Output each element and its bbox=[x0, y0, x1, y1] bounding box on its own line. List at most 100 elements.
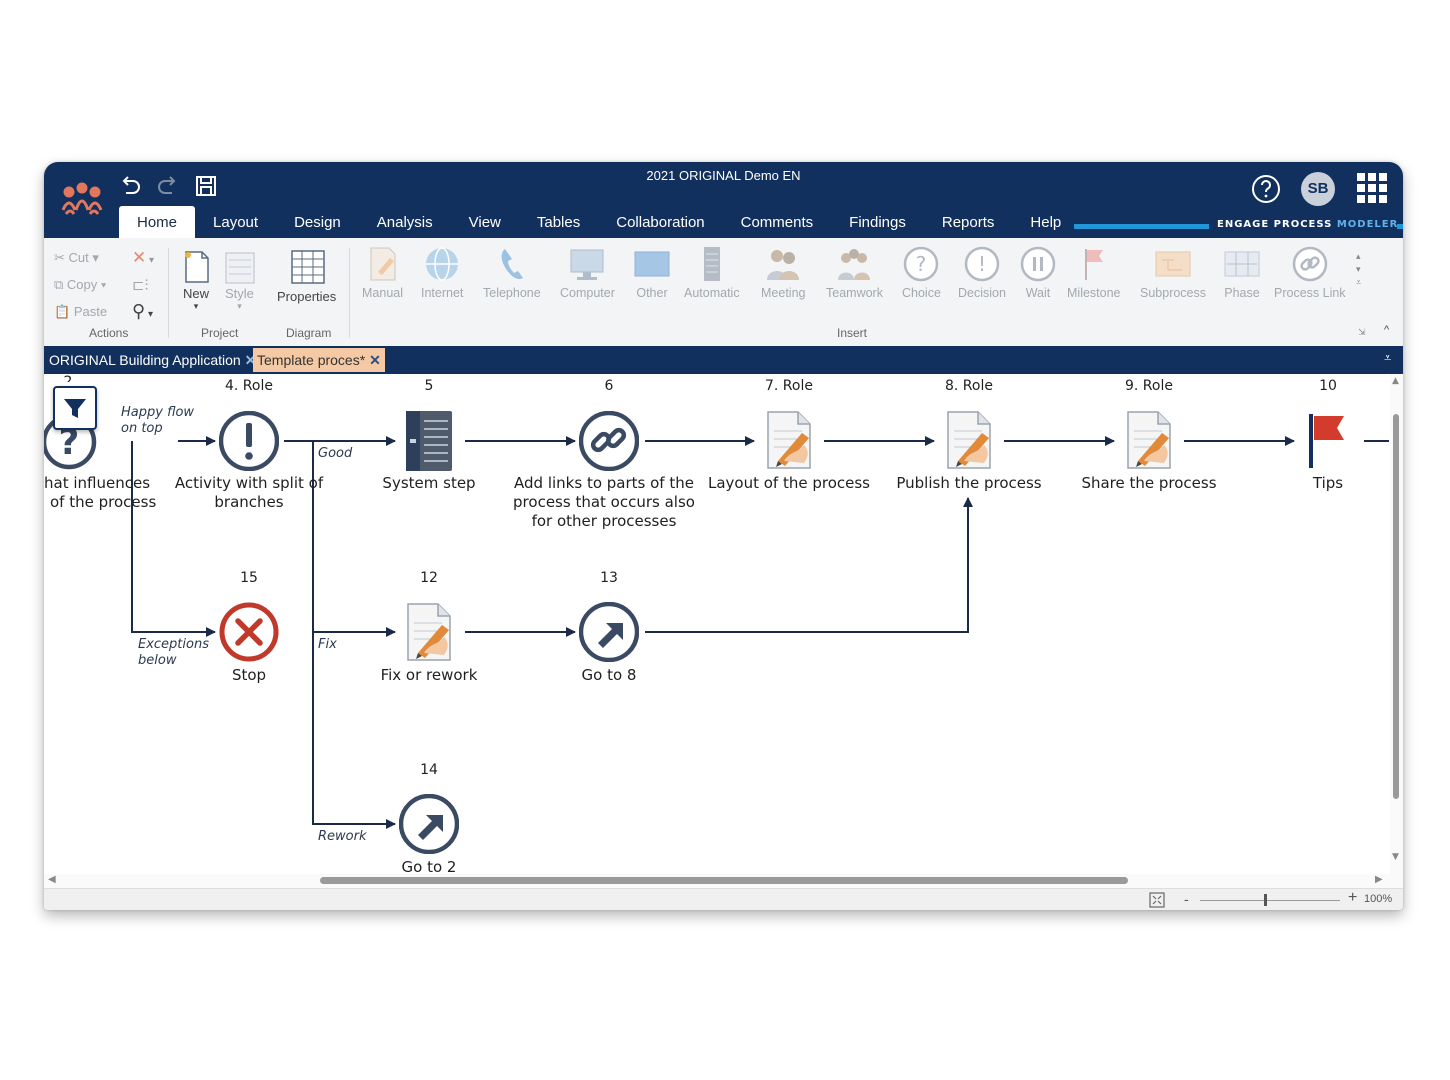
zoom-slider-handle[interactable] bbox=[1264, 894, 1267, 906]
node-number: 6 bbox=[604, 378, 614, 394]
vertical-scroll-thumb[interactable] bbox=[1393, 414, 1399, 799]
properties-button[interactable]: Properties bbox=[277, 289, 337, 304]
insert-automatic[interactable]: Automatic bbox=[684, 246, 740, 300]
tab-collaboration[interactable]: Collaboration bbox=[616, 214, 705, 231]
gallery-scroll[interactable]: ▴▾⩡ bbox=[1356, 251, 1362, 287]
insert-label: Telephone bbox=[483, 286, 541, 300]
save-icon[interactable] bbox=[194, 174, 218, 198]
dialog-launcher-icon[interactable]: ⇲ bbox=[1358, 327, 1366, 337]
insert-label: Teamwork bbox=[826, 286, 883, 300]
goto-node-icon[interactable] bbox=[579, 602, 639, 662]
tab-view[interactable]: View bbox=[468, 214, 501, 231]
goto-node-icon[interactable] bbox=[399, 794, 459, 854]
help-icon[interactable] bbox=[1251, 174, 1281, 204]
scroll-up-icon[interactable]: ▲ bbox=[1392, 376, 1399, 386]
edge-label: Fix bbox=[318, 637, 337, 652]
cut-button[interactable]: ✂ Cut ▾ bbox=[54, 250, 99, 266]
filter-button[interactable] bbox=[53, 386, 97, 430]
edge-label: Happy flow bbox=[121, 405, 195, 420]
tab-reports[interactable]: Reports bbox=[941, 214, 995, 231]
zoom-out-button[interactable]: - bbox=[1184, 891, 1189, 907]
other-icon bbox=[634, 251, 670, 277]
edge-label: Rework bbox=[318, 829, 367, 844]
insert-telephone[interactable]: Telephone bbox=[483, 246, 541, 300]
flow-connectors bbox=[131, 436, 1389, 829]
meeting-icon bbox=[767, 250, 800, 280]
diagram-canvas[interactable]: ? 2 hat influences of the process 4. Rol… bbox=[44, 374, 1403, 874]
manual-activity-icon[interactable] bbox=[404, 601, 458, 663]
close-icon[interactable]: ✕ bbox=[369, 352, 381, 368]
insert-milestone[interactable]: Milestone bbox=[1067, 246, 1121, 300]
horizontal-scrollbar[interactable]: ◀ ▶ bbox=[44, 874, 1403, 888]
tab-analysis[interactable]: Analysis bbox=[376, 214, 433, 231]
vertical-scrollbar[interactable]: ▲ ▼ bbox=[1390, 374, 1403, 874]
insert-process-link[interactable]: Process Link bbox=[1274, 246, 1346, 300]
menu-tabs: Home Layout Design Analysis View Tables … bbox=[119, 206, 1079, 238]
close-icon[interactable]: ✕ bbox=[244, 352, 257, 368]
manual-activity-icon[interactable] bbox=[944, 409, 998, 471]
redo-icon[interactable] bbox=[156, 174, 180, 198]
zoom-in-button[interactable]: + bbox=[1348, 889, 1358, 906]
insert-manual[interactable]: Manual bbox=[362, 246, 403, 300]
node-number: 5 bbox=[424, 378, 434, 394]
copy-button[interactable]: ⧉ Copy ▾ bbox=[54, 277, 106, 293]
tab-list-icon[interactable]: ⩡ bbox=[1384, 351, 1392, 366]
insert-other[interactable]: Other bbox=[634, 246, 670, 300]
node-label: Tips bbox=[1312, 474, 1344, 492]
tab-findings[interactable]: Findings bbox=[849, 214, 906, 231]
tab-tables[interactable]: Tables bbox=[536, 214, 581, 231]
manual-activity-icon[interactable] bbox=[764, 409, 818, 471]
insert-teamwork[interactable]: Teamwork bbox=[826, 246, 883, 300]
insert-label: Phase bbox=[1224, 286, 1260, 300]
insert-phase[interactable]: Phase bbox=[1223, 246, 1261, 300]
app-logo-icon bbox=[61, 182, 103, 215]
fit-to-page-icon[interactable] bbox=[1149, 892, 1165, 908]
zoom-slider[interactable] bbox=[1200, 900, 1340, 901]
tab-help[interactable]: Help bbox=[1030, 214, 1062, 231]
new-button[interactable]: New▾ bbox=[183, 286, 210, 311]
delete-icon[interactable]: ✕ ▾ bbox=[132, 248, 155, 267]
scroll-left-icon[interactable]: ◀ bbox=[48, 874, 56, 885]
milestone-flag-icon bbox=[1084, 249, 1103, 280]
brand-line-end bbox=[1397, 224, 1403, 229]
undo-icon[interactable] bbox=[118, 174, 142, 198]
copy-label: Copy bbox=[66, 277, 98, 292]
process-link-node-icon[interactable] bbox=[579, 411, 639, 471]
tab-comments[interactable]: Comments bbox=[740, 214, 814, 231]
manual-activity-icon[interactable] bbox=[1124, 409, 1178, 471]
tab-home[interactable]: Home bbox=[119, 206, 196, 238]
insert-wait[interactable]: Wait bbox=[1020, 246, 1056, 300]
insert-subprocess[interactable]: Subprocess bbox=[1140, 246, 1206, 300]
scroll-down-icon[interactable]: ▼ bbox=[1392, 852, 1399, 862]
insert-decision[interactable]: ! Decision bbox=[958, 246, 1006, 300]
milestone-flag-icon[interactable] bbox=[1306, 412, 1350, 472]
user-avatar[interactable]: SB bbox=[1301, 172, 1335, 206]
globe-icon bbox=[426, 247, 459, 281]
decision-node-icon[interactable] bbox=[219, 411, 279, 471]
ribbon: ✂ Cut ▾ ⧉ Copy ▾ 📋 Paste ✕ ▾ ⊏⫶ ⚲ ▾ Acti… bbox=[44, 238, 1403, 347]
node-number: 14 bbox=[420, 762, 438, 778]
insert-computer[interactable]: Computer bbox=[560, 246, 615, 300]
tab-layout[interactable]: Layout bbox=[213, 214, 259, 231]
insert-internet[interactable]: Internet bbox=[421, 246, 463, 300]
doc-tab-building-application[interactable]: ORIGINAL Building Application ✕ bbox=[45, 348, 260, 372]
tab-design[interactable]: Design bbox=[294, 214, 341, 231]
doc-tab-template-process[interactable]: Template proces* ✕ bbox=[253, 348, 385, 372]
stop-node-icon[interactable] bbox=[219, 602, 279, 662]
collapse-ribbon-icon[interactable]: ^ bbox=[1384, 324, 1390, 336]
insert-choice[interactable]: ? Choice bbox=[902, 246, 941, 300]
insert-meeting[interactable]: Meeting bbox=[761, 246, 805, 300]
align-icon[interactable]: ⊏⫶ bbox=[132, 277, 149, 294]
scroll-right-icon[interactable]: ▶ bbox=[1375, 874, 1383, 885]
search-icon[interactable]: ⚲ ▾ bbox=[132, 301, 153, 321]
group-label-diagram: Diagram bbox=[286, 326, 332, 340]
horizontal-scroll-thumb[interactable] bbox=[320, 877, 1128, 884]
app-grid-icon[interactable] bbox=[1356, 172, 1388, 204]
paste-button[interactable]: 📋 Paste bbox=[54, 304, 107, 320]
edge-label: below bbox=[138, 653, 177, 668]
system-step-server-icon[interactable] bbox=[404, 409, 454, 473]
svg-text:?: ? bbox=[916, 252, 927, 276]
node-label: Go to 2 bbox=[401, 858, 457, 874]
style-button[interactable]: Style▾ bbox=[225, 286, 254, 311]
node-label: Share the process bbox=[1081, 474, 1217, 492]
